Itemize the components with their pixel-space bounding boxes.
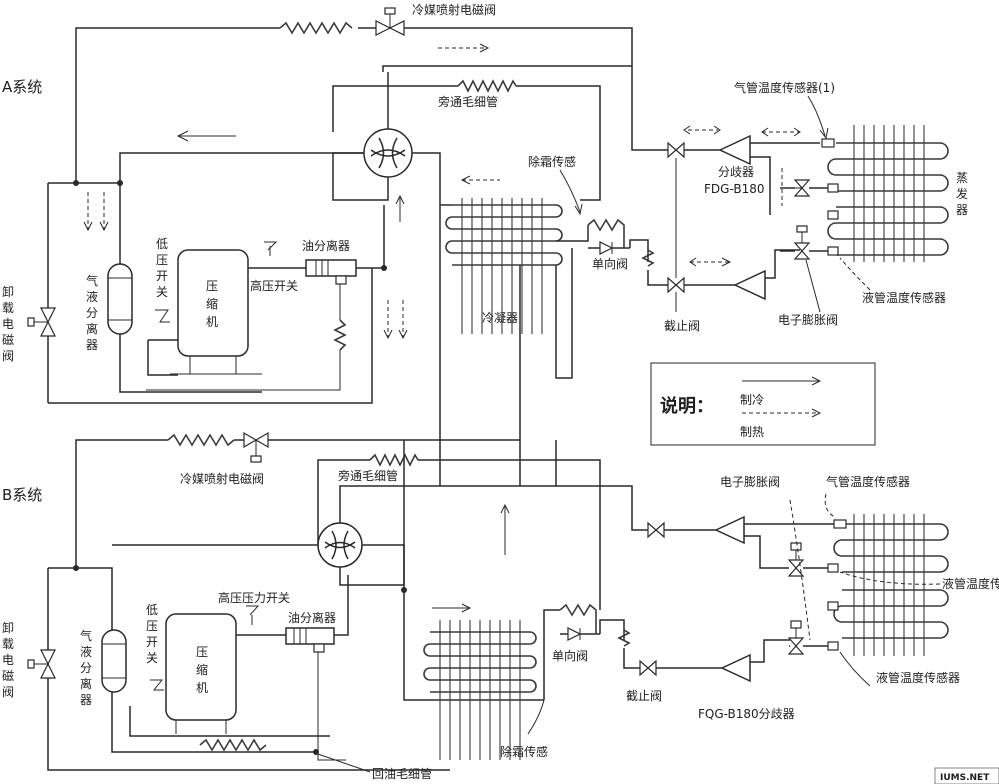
b-four-way-valve (317, 522, 363, 568)
a-expansion-valve-1 (790, 179, 811, 197)
a-bypass-capillary-label: 旁通毛细管 (438, 94, 498, 109)
a-four-way-valve (363, 128, 413, 178)
a-stop-valve-gas (667, 141, 685, 159)
a-low-pressure-switch-label: 低压开关 (156, 237, 168, 299)
b-injection-valve (243, 431, 269, 463)
a-injection-valve (375, 7, 405, 36)
a-check-valve (587, 218, 630, 255)
a-accumulator (107, 263, 133, 335)
watermark: IUMS.NET (934, 767, 999, 784)
b-unload-valve (27, 649, 56, 679)
b-bypass-capillary-label: 旁通毛细管 (338, 468, 398, 483)
b-compressor (165, 613, 237, 734)
b-stop-valve-label: 截止阀 (626, 689, 662, 703)
legend-heating: 制热 (740, 425, 764, 439)
a-branch-label: 分歧器 (718, 165, 754, 179)
b-oil-separator-label: 油分离器 (288, 610, 336, 625)
a-oil-separator (305, 259, 357, 285)
b-compressor-label: 压缩机 (196, 645, 208, 695)
b-unload-valve-label: 卸载电磁阀 (2, 620, 14, 699)
a-accumulator-label: 气液分离器 (86, 273, 98, 352)
system-a: A系统 冷媒喷射电磁阀 旁通毛细管 (2, 2, 968, 440)
a-defrost-sensor-label: 除霜传感 (528, 154, 576, 169)
b-defrost-sensor-label: 除霜传感 (500, 744, 548, 759)
b-low-pressure-switch-label: 低压开关 (146, 603, 158, 665)
a-injection-valve-label: 冷媒喷射电磁阀 (412, 2, 496, 17)
b-check-valve-label: 单向阀 (552, 648, 588, 663)
watermark-text: IUMS.NET (940, 773, 990, 783)
b-check-valve (559, 603, 600, 641)
b-evaporator (827, 514, 949, 656)
b-accumulator (101, 629, 127, 693)
system-b-title: B系统 (2, 486, 42, 504)
b-high-pressure-switch-label: 高压压力开关 (218, 590, 290, 605)
a-stop-valve-label: 截止阀 (664, 319, 700, 333)
a-condenser-label: 冷凝器 (482, 310, 518, 325)
system-a-title: A系统 (2, 78, 42, 96)
a-compressor-label: 压缩机 (206, 279, 218, 329)
a-high-pressure-switch-label: 高压开关 (250, 278, 298, 293)
b-injection-valve-label: 冷媒喷射电磁阀 (180, 471, 264, 486)
b-accumulator-label: 气液分离器 (80, 628, 92, 707)
a-liquid-sensor-label: 液管温度传感器 (862, 290, 946, 305)
legend-cooling: 制冷 (740, 393, 764, 407)
b-condenser (423, 620, 537, 760)
a-compressor (170, 249, 262, 375)
a-expansion-label: 电子膨胀阀 (778, 313, 838, 327)
system-b: B系统 冷媒喷射电磁阀 旁通毛细管 (2, 431, 999, 781)
b-stop-valve-gas (647, 521, 665, 539)
a-unload-valve (27, 307, 56, 337)
legend: 说明： 制冷 制热 (650, 362, 876, 446)
legend-title: 说明： (660, 395, 714, 417)
b-gas-sensor-label: 气管温度传感器 (826, 474, 910, 489)
b-branch-distributor (714, 515, 751, 683)
a-expansion-valve-2 (793, 225, 811, 260)
b-liquid-sensor-1-label: 液管温度传感器 (942, 576, 999, 591)
b-liquid-sensor-2-label: 液管温度传感器 (876, 670, 960, 685)
b-expansion-valve-2 (787, 620, 805, 655)
b-branch-label: FQG-B180分歧器 (698, 707, 795, 721)
b-oil-return-label: 回油毛细管 (372, 766, 432, 781)
a-branch-model: FDG-B180 (704, 182, 764, 196)
a-evaporator-label: 蒸发器 (956, 171, 968, 217)
a-unload-valve-label: 卸载电磁阀 (2, 284, 14, 363)
a-check-valve-label: 单向阀 (592, 256, 628, 271)
a-branch-distributor (718, 134, 766, 301)
a-oil-separator-label: 油分离器 (302, 238, 350, 253)
a-condenser (445, 198, 563, 334)
a-evaporator (821, 125, 949, 262)
b-expansion-label: 电子膨胀阀 (720, 475, 780, 489)
a-stop-valve-liquid (667, 276, 685, 294)
b-oil-separator (285, 627, 335, 653)
a-gas-sensor-label: 气管温度传感器(1) (734, 80, 835, 95)
b-stop-valve-liquid (639, 659, 657, 677)
